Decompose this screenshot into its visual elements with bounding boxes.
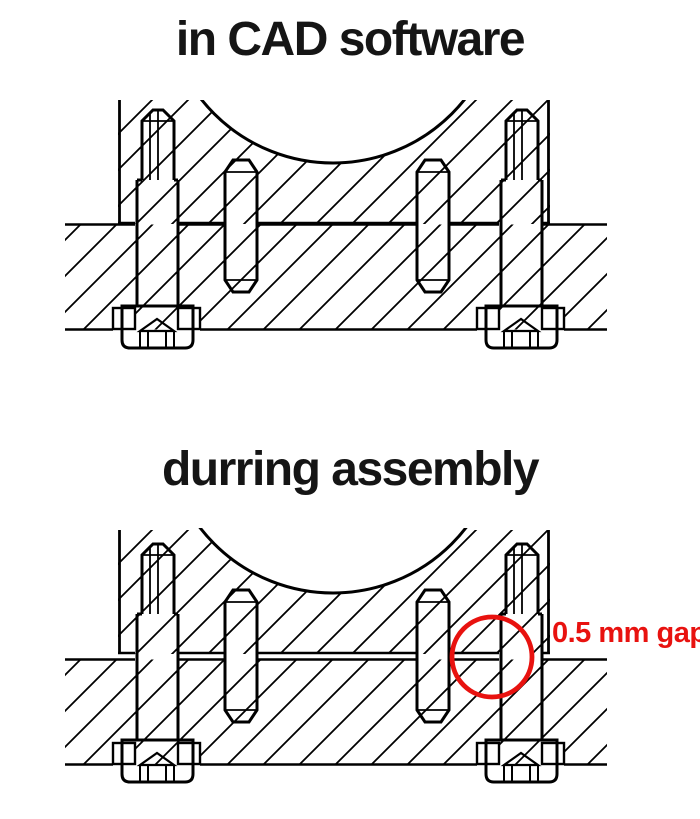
- bottom-title: durring assembly: [161, 443, 540, 496]
- cad-section-drawing: [63, 100, 609, 350]
- upper-plate: [116, 100, 552, 226]
- gap-highlight-circle: [449, 614, 535, 700]
- top-title: in CAD software: [175, 13, 526, 66]
- gap-label: 0.5 mm gap: [552, 617, 700, 649]
- assembly-section-drawing: 0.5 mm gap: [63, 528, 700, 784]
- lower-plate: [63, 223, 609, 331]
- upper-plate: [116, 528, 552, 656]
